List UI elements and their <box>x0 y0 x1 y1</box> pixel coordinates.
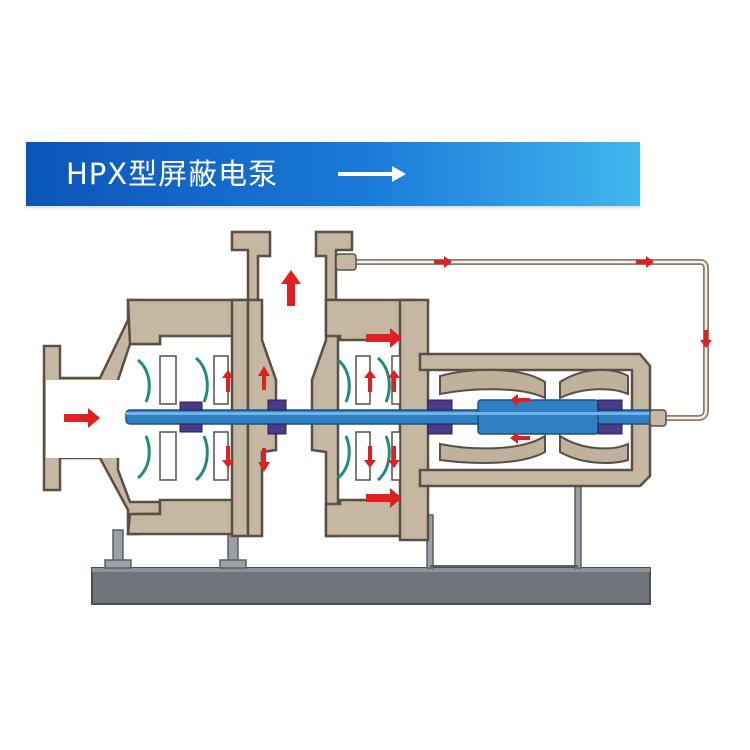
diagram-title: HPX型屏蔽电泵 <box>66 157 279 191</box>
shaft-highlight <box>126 412 656 415</box>
base-plate <box>91 567 651 605</box>
stator-windings <box>439 368 629 464</box>
motor-housing <box>418 352 652 488</box>
support-legs <box>104 477 582 569</box>
arrow-right-icon <box>338 166 406 182</box>
pipe-fittings <box>335 253 667 427</box>
flow-arrow-icon <box>64 256 712 508</box>
base-plate-top <box>92 568 650 572</box>
bearings <box>179 399 623 435</box>
impellers <box>136 356 391 482</box>
rotor <box>477 399 599 435</box>
title-banner: HPX型屏蔽电泵 <box>26 142 640 206</box>
